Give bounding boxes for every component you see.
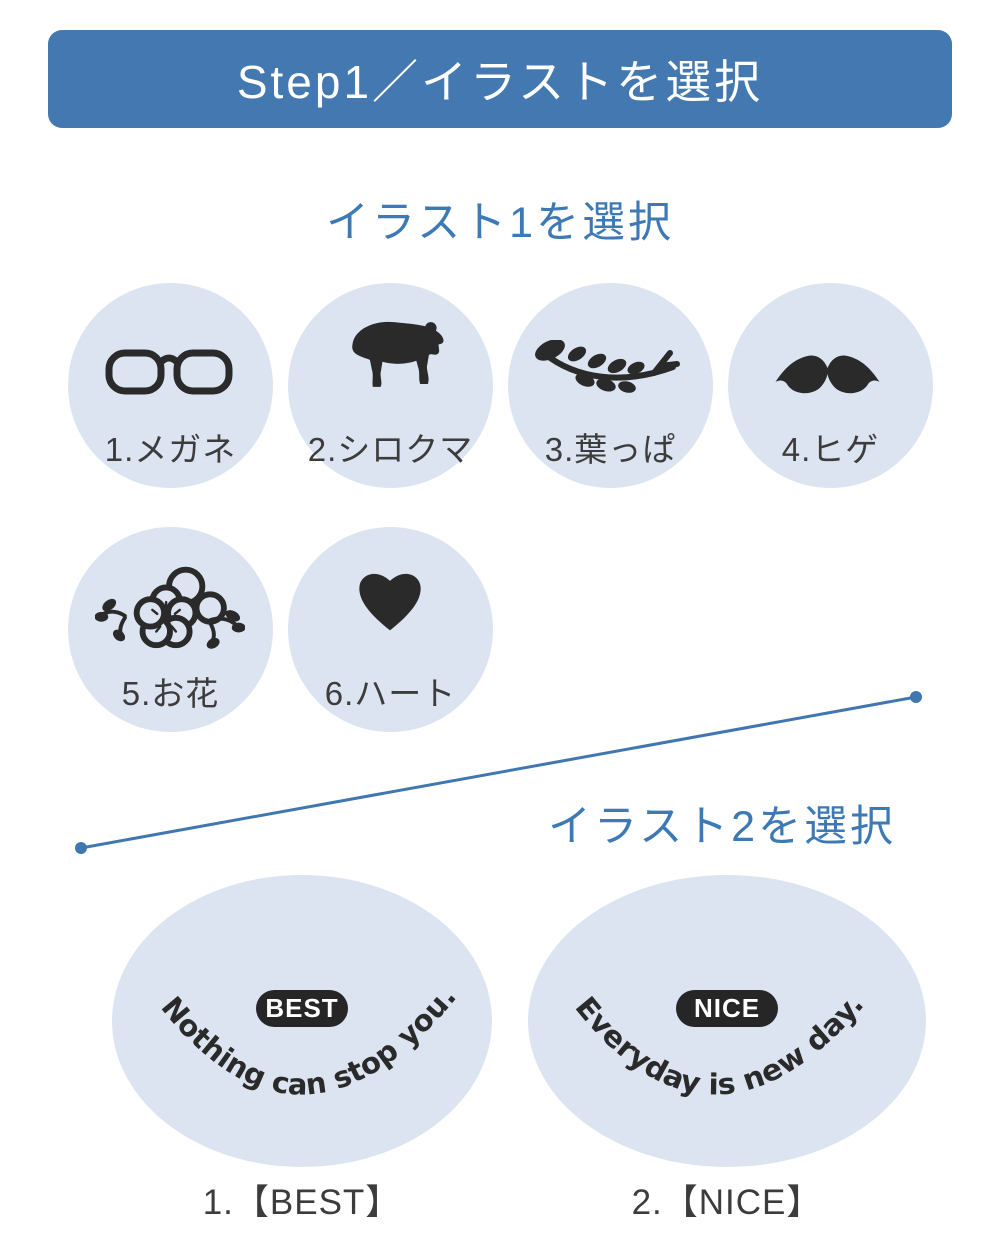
illustration2-section-title: イラスト2を選択	[548, 803, 897, 851]
option-label: 2.シロクマ	[307, 431, 474, 468]
option-label: 1.メガネ	[104, 431, 237, 468]
option-label: 6.ハート	[324, 675, 457, 712]
illustration2-option-best[interactable]: Nothing can stop you. BEST	[112, 875, 492, 1167]
illustration1-option-polar-bear[interactable]: 2.シロクマ	[288, 283, 493, 488]
nice-badge: NICE	[676, 990, 778, 1027]
illustration1-option-heart[interactable]: 6.ハート	[288, 527, 493, 732]
section-divider-line	[75, 691, 922, 854]
best-option-label: 1.【BEST】	[202, 1183, 402, 1222]
heart-icon	[359, 573, 421, 631]
mustache-icon	[775, 355, 880, 394]
flower-icon	[95, 566, 245, 649]
polar-bear-icon	[352, 321, 444, 387]
glasses-icon	[105, 349, 233, 395]
nice-option-label: 2.【NICE】	[631, 1183, 823, 1222]
illustration1-section-title: イラスト1を選択	[325, 199, 675, 247]
illustration1-option-mustache[interactable]: 4.ヒゲ	[728, 283, 933, 488]
option-circle-background	[68, 283, 273, 488]
leaf-branch-icon	[535, 340, 680, 393]
option-label: 4.ヒゲ	[781, 431, 880, 468]
option-label: 3.葉っぱ	[544, 431, 677, 468]
illustration1-option-glasses[interactable]: 1.メガネ	[68, 283, 273, 488]
best-badge: BEST	[256, 990, 348, 1027]
option-circle-background	[728, 283, 933, 488]
illustration1-option-leaf[interactable]: 3.葉っぱ	[508, 283, 713, 488]
option-circle-background	[288, 283, 493, 488]
illustration2-option-nice[interactable]: Everyday is new day. NICE	[528, 875, 926, 1167]
step1-header-title: Step1／イラストを選択	[236, 56, 764, 108]
step1-header-banner: Step1／イラストを選択	[48, 30, 952, 128]
illustration1-option-flower[interactable]: 5.お花	[68, 527, 273, 732]
option-label: 5.お花	[121, 675, 220, 712]
